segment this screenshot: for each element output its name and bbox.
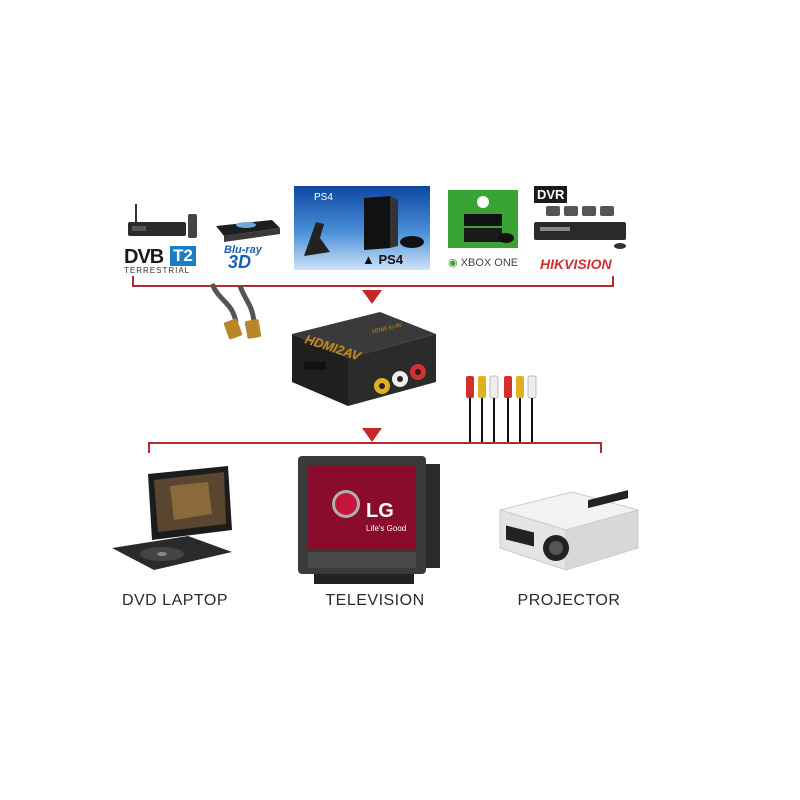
ps4-logo-text: PS4: [378, 252, 404, 267]
hdmi-cable: [196, 282, 276, 346]
bottom-connector-right-tick: [600, 442, 602, 453]
converter-box-icon: [292, 312, 436, 406]
xbox-logo-text: XBOX ONE: [460, 257, 519, 269]
ps4-banner-label: PS4: [314, 192, 333, 203]
top-connector-left-tick: [132, 276, 134, 287]
xbox-box: [448, 190, 518, 248]
tv-brand: LG: [366, 500, 394, 522]
bottom-connector-line: [148, 442, 602, 444]
television-device: LG Life's Good: [294, 450, 444, 588]
projector-label: PROJECTOR: [517, 592, 621, 609]
dvr-cameras-icon: [534, 206, 626, 249]
bluray-label: Blu-ray: [224, 244, 262, 256]
down-arrow-bottom: [362, 428, 382, 442]
dvb-terrestrial: TERRESTRIAL: [124, 266, 191, 275]
rca-cable: [462, 366, 542, 446]
top-connector-line: [132, 285, 614, 287]
dvr-device: [532, 202, 628, 252]
projector-device: [492, 486, 644, 576]
down-arrow-top: [362, 290, 382, 304]
bluray-player-icon: [216, 220, 280, 242]
playstation-icon: ▲: [362, 252, 375, 267]
hdmi2av-converter: HDMI2AV HDMI to AV: [286, 306, 440, 410]
dvr-badge: DVR: [534, 186, 568, 203]
dvd-laptop-label: DVD LAPTOP: [121, 592, 229, 609]
top-connector-right-tick: [612, 276, 614, 287]
dvd-laptop-icon: [112, 466, 232, 570]
ps4-logo: ▲ PS4: [362, 252, 403, 267]
xbox-icon: ◉: [448, 257, 458, 269]
bottom-connector-left-tick: [148, 442, 150, 453]
hdmi-cable-icon: [209, 282, 262, 340]
dvb-receiver-icon: [128, 204, 197, 238]
dvd-laptop-device: [108, 466, 236, 578]
dvb-device: [122, 200, 202, 248]
xbox-console-icon: [464, 196, 514, 243]
rca-cable-icon: [466, 375, 537, 444]
dvb-brand: DVB: [124, 246, 164, 268]
ps4-banner: PS4: [294, 186, 430, 270]
television-label: TELEVISION: [325, 592, 425, 609]
tv-slogan: Life's Good: [366, 524, 407, 533]
television-icon: [298, 456, 440, 584]
projector-icon: [498, 490, 640, 571]
hikvision-logo: HIKVISION: [540, 256, 612, 272]
dvb-t2-badge: T2: [170, 246, 196, 266]
bluray-device: [212, 208, 282, 244]
xbox-logo: ◉ XBOX ONE: [448, 256, 518, 269]
bluray-3d-label: 3D: [228, 252, 252, 272]
ps4-console-icon: [304, 196, 424, 256]
